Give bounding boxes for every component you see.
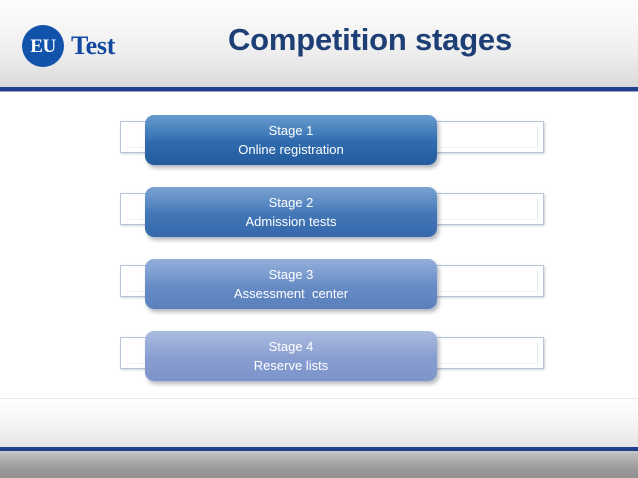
eu-circle-icon: EU (22, 25, 64, 67)
slide-footer-band (0, 398, 638, 448)
footer-strip (0, 451, 638, 478)
logo-mark-label: EU (30, 35, 56, 57)
footer-divider (0, 447, 638, 451)
stage-row: Stage 3 Assessment center (0, 232, 638, 309)
logo-word-label: Test (71, 31, 116, 60)
stage-title: Stage 1 (268, 122, 314, 138)
slide-header (0, 0, 638, 88)
stage-subtitle: Assessment center (233, 286, 349, 301)
header-divider (0, 87, 638, 91)
stage-title: Stage 4 (268, 338, 314, 354)
stage-subtitle: Online registration (238, 142, 344, 157)
stage-box-3[interactable]: Stage 3 Assessment center (145, 259, 437, 309)
eu-test-logo: EU Test (22, 25, 115, 67)
stage-subtitle: Admission tests (245, 214, 337, 229)
stage-box-2[interactable]: Stage 2 Admission tests (145, 187, 437, 237)
stage-box-4[interactable]: Stage 4 Reserve lists (145, 331, 437, 381)
page-title: Competition stages (227, 22, 513, 57)
stage-row: Stage 1 Online registration (0, 88, 638, 165)
stage-subtitle: Reserve lists (253, 358, 329, 373)
stage-row: Stage 2 Admission tests (0, 160, 638, 237)
stage-title: Stage 3 (268, 266, 314, 282)
stage-row: Stage 4 Reserve lists (0, 304, 638, 381)
stage-title: Stage 2 (268, 194, 314, 210)
stage-box-1[interactable]: Stage 1 Online registration (145, 115, 437, 165)
stage-list: Stage 1 Online registration Stage 2 Admi… (0, 88, 638, 398)
